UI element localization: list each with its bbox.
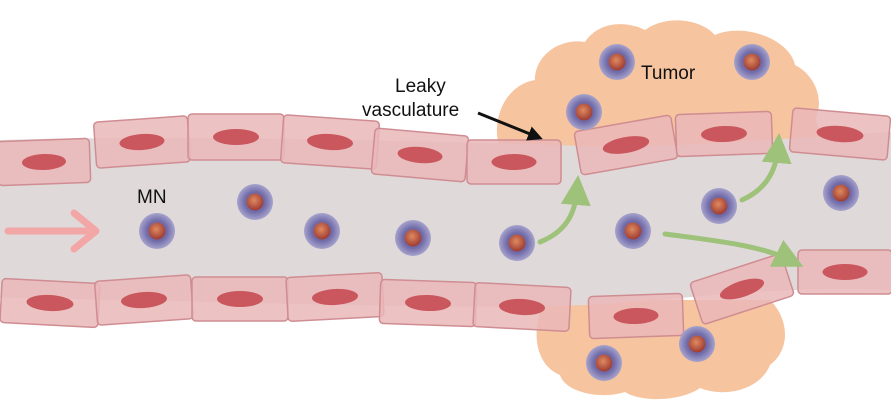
endothelial-cell	[192, 277, 288, 321]
endothelial-cell	[95, 275, 194, 326]
endothelial-cell	[188, 114, 284, 160]
endothelial-cell	[588, 293, 683, 338]
nanoparticle-icon	[139, 213, 175, 249]
leaky-vasculature-label-line1: Leaky	[395, 76, 446, 98]
tumor-label: Tumor	[641, 63, 695, 85]
nanoparticle-icon	[734, 44, 770, 80]
endothelial-cell	[94, 116, 191, 168]
cell-nucleus	[213, 129, 259, 145]
endothelial-cell	[789, 108, 890, 160]
endothelial-cell	[0, 278, 100, 327]
nanoparticle-icon	[823, 175, 859, 211]
nanoparticle-icon	[566, 94, 602, 130]
nanoparticle-icon	[679, 326, 715, 362]
nanoparticle-icon	[599, 44, 635, 80]
cell-nucleus	[822, 264, 867, 280]
nanoparticle-icon	[701, 188, 737, 224]
mn-label: MN	[137, 187, 167, 209]
endothelial-cell	[675, 111, 772, 156]
endothelial-cell	[286, 273, 384, 322]
nanoparticle-icon	[237, 184, 273, 220]
leaky-vasculature-label-line2: vasculature	[362, 100, 459, 122]
endothelial-cell	[379, 279, 476, 326]
nanoparticle-icon	[304, 213, 340, 249]
cell-nucleus	[491, 154, 536, 170]
nanoparticle-icon	[395, 220, 431, 256]
nanoparticle-icon	[615, 213, 651, 249]
endothelial-cell	[473, 283, 571, 332]
endothelial-cell	[467, 140, 561, 184]
cell-nucleus	[217, 291, 263, 307]
nanoparticle-icon	[499, 225, 535, 261]
endothelial-cell	[0, 138, 91, 185]
nanoparticle-icon	[586, 345, 622, 381]
endothelial-cell	[280, 115, 379, 170]
endothelial-cell	[798, 250, 891, 294]
endothelial-cell	[371, 128, 469, 182]
